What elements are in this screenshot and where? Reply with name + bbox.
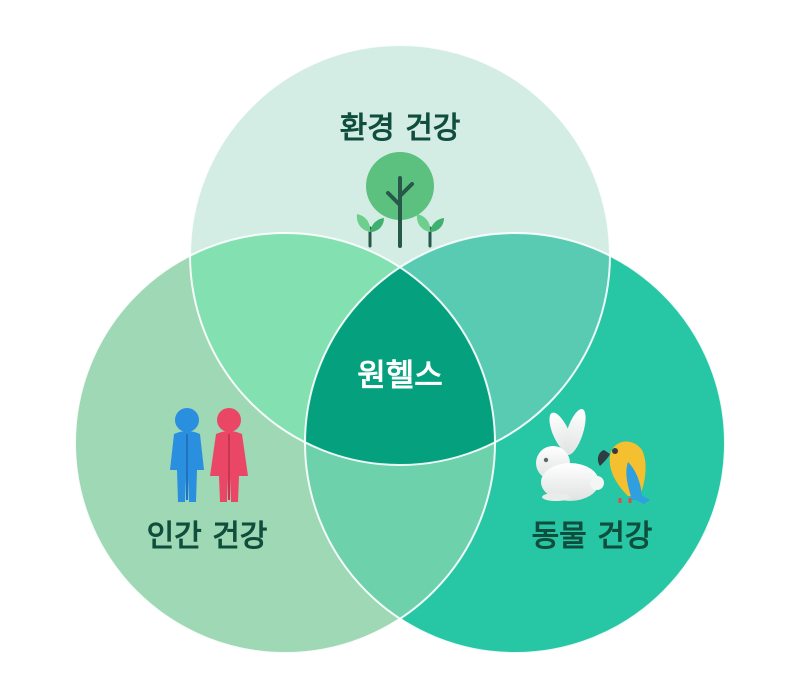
human-health-label: 인간 건강 (147, 519, 268, 554)
environment-health-label: 환경 건강 (340, 111, 461, 146)
one-health-label: 원헬스 (357, 358, 443, 394)
animal-health-label: 동물 건강 (532, 519, 653, 554)
people-icon (170, 408, 248, 502)
center-overlap (305, 233, 495, 465)
rabbit-parrot-icon (536, 409, 650, 504)
tree-icon (356, 152, 444, 248)
